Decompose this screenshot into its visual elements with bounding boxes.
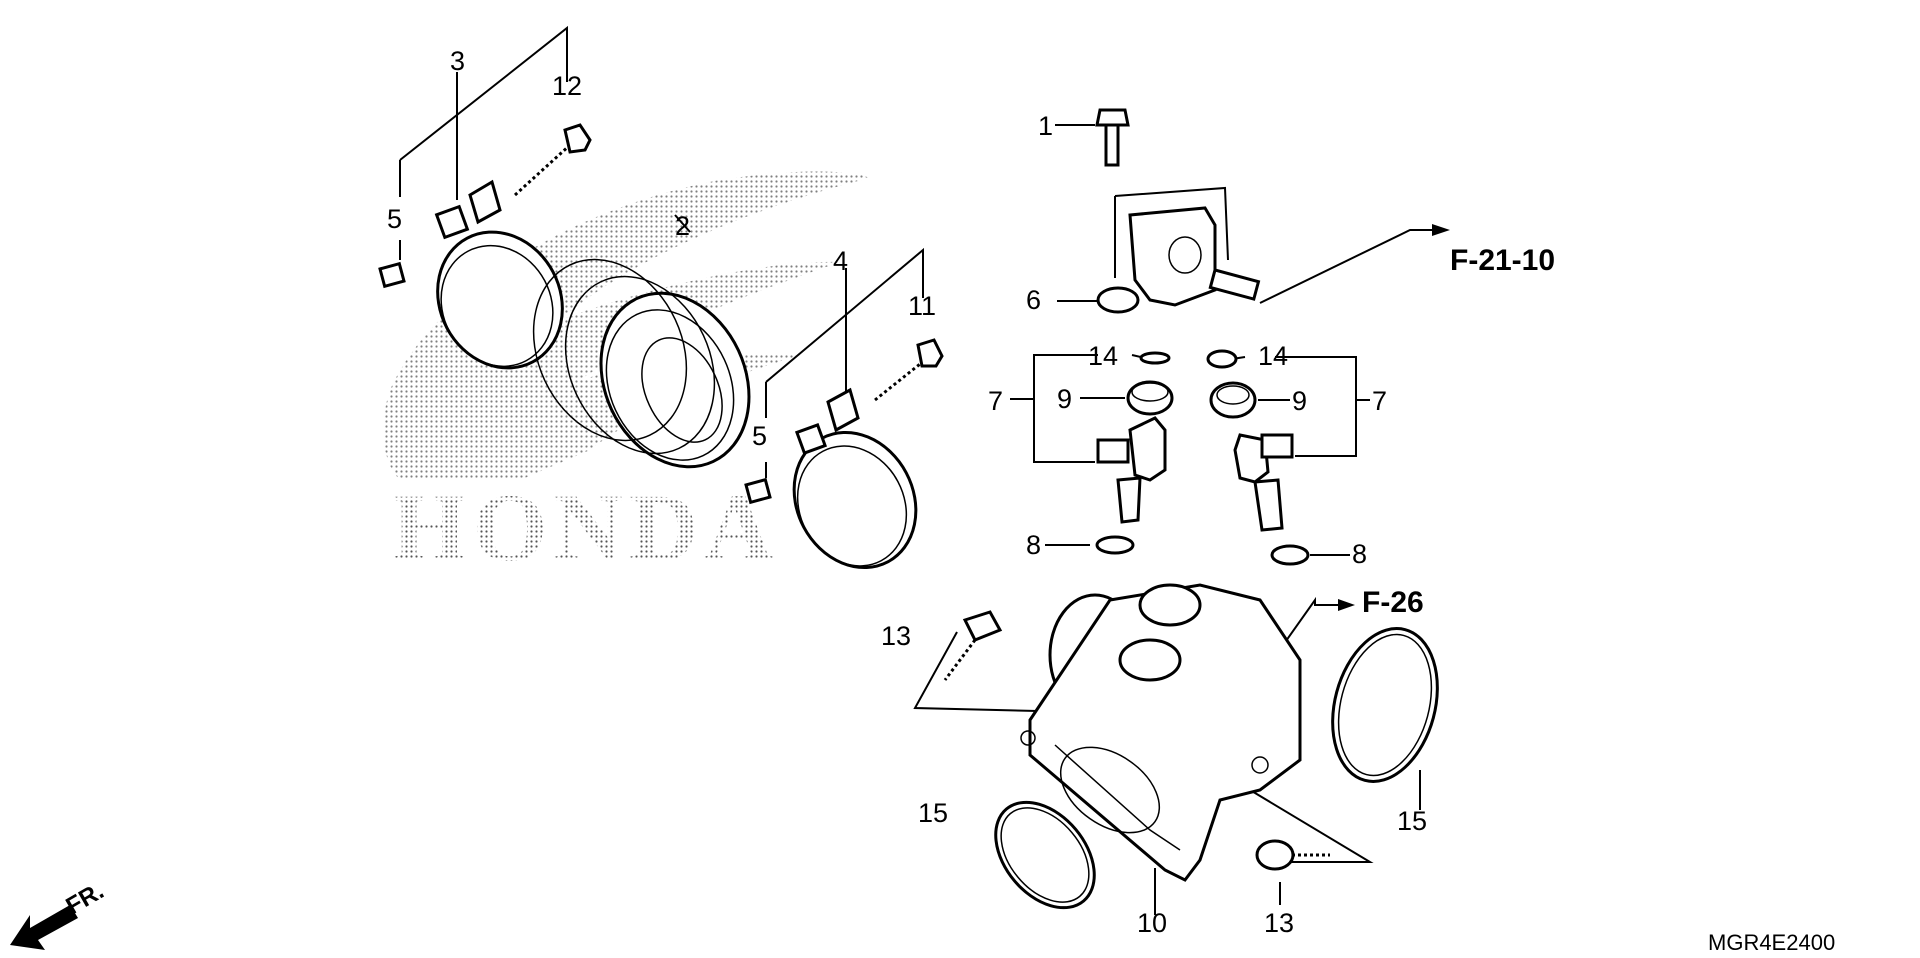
bolt-12 [513, 123, 592, 197]
o-ring-15-left [994, 800, 1096, 910]
diagram-part-code: MGR4E2400 [1708, 930, 1835, 955]
callout-2: 2 [675, 211, 690, 241]
ref-arrow-f-21-10 [1432, 224, 1450, 236]
bolt-1 [1095, 108, 1130, 167]
callout-13-upper: 13 [881, 621, 911, 651]
callout-5-left: 5 [387, 204, 402, 234]
injector-group-right [1206, 349, 1310, 566]
callout-14-right: 14 [1258, 341, 1288, 371]
callout-12: 12 [552, 71, 582, 101]
injector-group-left [1095, 351, 1174, 555]
band-clamp-4 [792, 387, 918, 570]
bolt-13-lower [1255, 839, 1330, 871]
callout-9-right: 9 [1292, 386, 1307, 416]
callout-8-right: 8 [1352, 539, 1367, 569]
callout-1: 1 [1038, 111, 1053, 141]
ref-arrow-f-26 [1338, 599, 1355, 611]
reference-f-26: F-26 [1362, 586, 1424, 619]
throttle-body-10 [1020, 583, 1302, 882]
bolt-13-upper [943, 610, 1003, 681]
callout-11: 11 [908, 291, 936, 321]
front-direction-arrow [10, 905, 78, 950]
band-clamp-3 [434, 179, 564, 370]
honda-watermark-text: HONDA [392, 474, 779, 581]
nut-5-left [378, 261, 406, 289]
leader-lines [399, 25, 1435, 915]
nut-5-right [744, 477, 772, 505]
callout-7-left: 7 [988, 386, 1003, 416]
callout-15-right: 15 [1397, 806, 1427, 836]
fuel-joint-6 [1096, 206, 1261, 314]
callout-4: 4 [833, 246, 848, 276]
connecting-tube-2 [532, 258, 751, 469]
callout-14-left: 14 [1088, 341, 1118, 371]
callout-13-lower: 13 [1264, 908, 1294, 938]
callout-7-right: 7 [1372, 386, 1387, 416]
o-ring-15-right [1331, 627, 1439, 783]
callout-10: 10 [1137, 908, 1167, 938]
callout-6: 6 [1026, 285, 1041, 315]
callout-15-left: 15 [918, 798, 948, 828]
callout-3: 3 [450, 46, 465, 76]
callout-5-right: 5 [752, 421, 767, 451]
reference-f-21-10: F-21-10 [1450, 244, 1555, 277]
callout-8-left: 8 [1026, 530, 1041, 560]
bolt-11 [874, 338, 944, 402]
callout-9-left: 9 [1057, 384, 1072, 414]
